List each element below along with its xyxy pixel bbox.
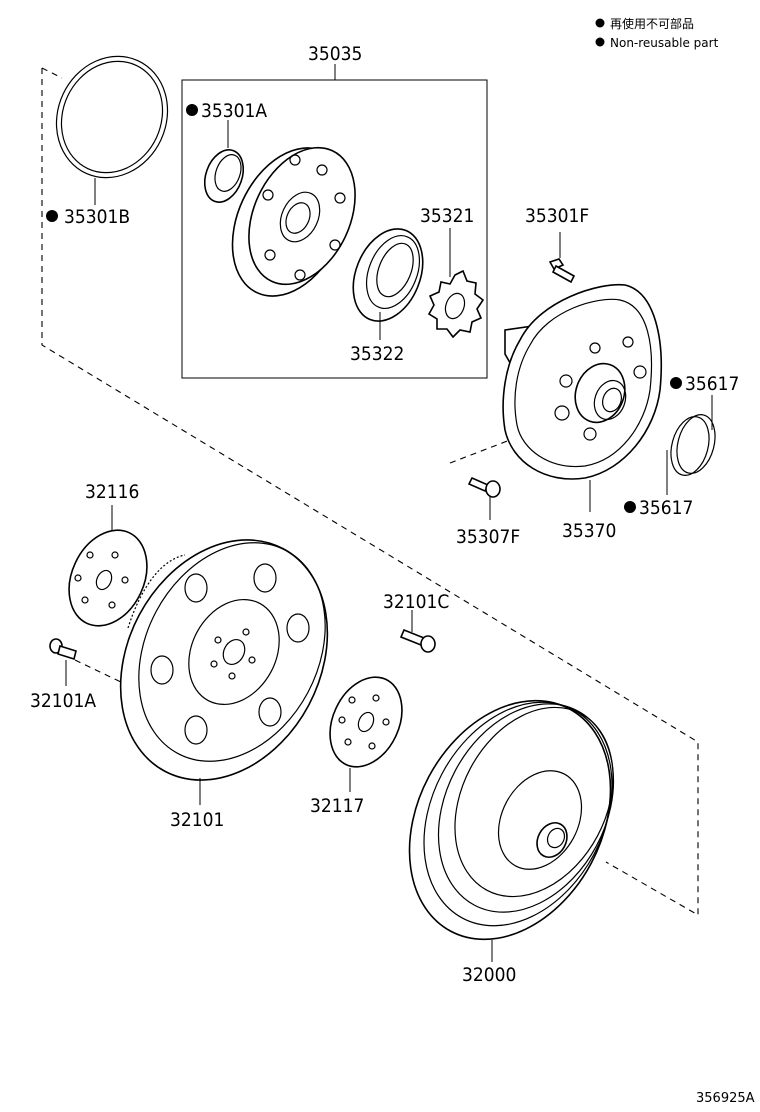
drive-plate-32101 — [119, 539, 329, 805]
non-reusable-dot-icon — [46, 210, 58, 222]
plate-32116 — [68, 505, 148, 627]
oil-seal-35301A — [203, 120, 245, 203]
part-label-35321: 35321 — [420, 205, 474, 227]
bolt-32101A — [49, 638, 77, 686]
part-label-32101C: 32101C — [383, 591, 449, 613]
part-label-32116: 32116 — [85, 481, 139, 503]
legend-dot-icon — [595, 37, 605, 47]
legend-english: Non-reusable part — [610, 36, 719, 50]
driven-gear-35322 — [352, 228, 424, 340]
part-label-35301B: 35301B — [64, 206, 130, 228]
part-label-35322: 35322 — [350, 343, 404, 365]
non-reusable-dot-icon — [186, 104, 198, 116]
part-label-35301A: 35301A — [201, 100, 267, 122]
part-label-32101: 32101 — [170, 809, 224, 831]
legend-japanese: 再使用不可部品 — [610, 16, 694, 31]
o-ring-35301B — [55, 55, 169, 205]
legend: 再使用不可部品 Non-reusable part — [595, 16, 719, 50]
group-box-35035 — [181, 64, 488, 379]
torque-converter-32000 — [408, 699, 615, 962]
non-reusable-dot-icon — [624, 501, 636, 513]
part-label-35301F: 35301F — [525, 205, 589, 227]
bolt-35307F — [467, 476, 501, 520]
seal-ring-35617 — [666, 395, 716, 495]
bolt-35301F — [548, 232, 576, 284]
assembly-outline — [41, 67, 699, 916]
part-label-35617-upper: 35617 — [685, 373, 739, 395]
stator-shaft-35370 — [502, 283, 663, 512]
pump-body — [231, 146, 356, 297]
part-label-35035: 35035 — [308, 43, 362, 65]
bolt-32101C — [399, 610, 436, 653]
part-label-32101A: 32101A — [30, 690, 96, 712]
figure-code: 356925A — [696, 1091, 755, 1106]
part-label-32117: 32117 — [310, 795, 364, 817]
plate-32117 — [329, 676, 403, 792]
part-label-35617-lower: 35617 — [639, 497, 693, 519]
non-reusable-dot-icon — [670, 377, 682, 389]
legend-dot-icon — [595, 18, 605, 28]
part-label-32000: 32000 — [462, 964, 516, 986]
drive-gear-35321 — [427, 228, 485, 339]
part-label-35307F: 35307F — [456, 526, 520, 548]
part-label-35370: 35370 — [562, 520, 616, 542]
